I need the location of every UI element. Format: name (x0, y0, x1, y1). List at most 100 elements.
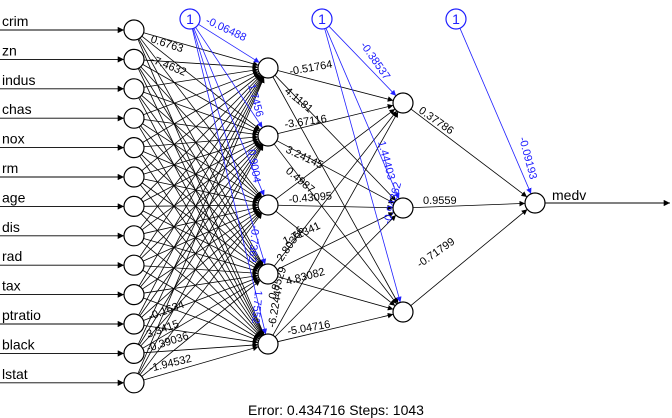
edge-h2-1-out (412, 200, 526, 209)
input-label-black: black (2, 336, 36, 352)
edge-input-lstat-h1-3 (141, 279, 261, 377)
weight-bias1-h1-3: -0.7362 (246, 225, 261, 263)
input-node-lstat (123, 372, 145, 394)
training-summary: Error: 0.434716 Steps: 1043 (248, 402, 424, 418)
edge-input-lstat-h1-2 (139, 212, 263, 376)
edge-input-lstat-h1-1 (138, 144, 264, 375)
input-label-ptratio: ptratio (2, 307, 41, 323)
input-node-zn (123, 48, 145, 71)
input-label-nox: nox (2, 131, 25, 147)
connection-lines (0, 23, 670, 386)
edge-h2-0-out (410, 108, 528, 198)
bias-label-3: 1 (452, 11, 460, 27)
input-label-rad: rad (2, 248, 22, 264)
edge-input-dis-h1-0 (139, 75, 263, 229)
edge-input-ptratio-h1-1 (139, 143, 263, 317)
edge-input-dis-h1-4 (141, 241, 261, 339)
edge-input-tax-h1-0 (138, 76, 264, 287)
output-node (524, 192, 546, 214)
input-label-age: age (2, 189, 26, 205)
edge-input-tax-h1-4 (143, 297, 259, 342)
input-label-crim: crim (2, 13, 28, 29)
input-node-rm (123, 166, 145, 188)
input-node-crim (123, 19, 145, 41)
weight-h2-out-2: -0.71799 (415, 236, 457, 271)
weight-h2-out-0: 0.37786 (416, 105, 455, 138)
edge-input-rm-h1-4 (139, 184, 263, 337)
edge-input-black-h1-2 (140, 212, 262, 347)
edge-h1-2-h2-2 (275, 210, 396, 307)
bias-node-3 (445, 8, 467, 30)
hidden1-node-2 (257, 194, 279, 216)
edge-h2-2-out (410, 209, 528, 306)
edge-h1-3-h2-2 (277, 276, 394, 311)
edge-input-ptratio-h1-3 (143, 276, 259, 321)
weight-input-h1-0: 0.6763 (149, 33, 185, 55)
input-node-tax (123, 284, 145, 306)
edge-input-chas-h1-4 (138, 126, 264, 336)
edge-input-dis-h1-2 (143, 205, 259, 234)
edge-input-nox-h1-4 (139, 155, 263, 336)
variable-labels: crimzninduschasnoxrmagedisradtaxptratiob… (2, 13, 586, 382)
edge-input-rad-h1-2 (142, 208, 260, 262)
edge-bias1-h1-4 (191, 28, 268, 335)
edge-input-rm-h1-0 (141, 73, 261, 172)
input-node-black (123, 342, 145, 364)
edge-input-crim-h1-0 (143, 32, 259, 67)
edge-input-nox-h1-2 (143, 151, 259, 202)
edge-input-age-h1-3 (142, 210, 260, 270)
edge-input-chas-h1-1 (143, 119, 259, 137)
hidden1-node-4 (257, 333, 279, 355)
weight-h1-h2-2: -3.67116 (284, 113, 328, 131)
edge-bias1-h1-3 (192, 28, 267, 265)
edge-input-rad-h1-3 (143, 265, 259, 276)
edge-h1-3-h2-1 (276, 212, 395, 270)
weight-h1-h2-5: -0.43095 (288, 190, 332, 206)
edge-h1-0-h2-1 (274, 74, 397, 202)
edge-h1-1-h2-0 (277, 103, 394, 135)
edge-input-zn-h1-4 (137, 68, 265, 336)
weight-bias1-h1-2: 0.9004 (245, 148, 263, 183)
bias-node-1 (179, 8, 201, 30)
input-node-nox (123, 137, 145, 159)
edge-input-age-h1-1 (142, 140, 260, 203)
input-label-rm: rm (2, 160, 18, 176)
edge-h1-4-h2-0 (272, 111, 399, 336)
edge-bias1-h1-1 (195, 27, 263, 128)
weight-h1-h2-1: 4.1181 (282, 85, 315, 115)
edge-input-chas-h1-0 (143, 70, 259, 116)
edge-input-ptratio-h1-0 (138, 76, 264, 316)
input-label-chas: chas (2, 101, 32, 117)
input-node-rad (123, 254, 145, 276)
weight-bias1-h1-1: 1.7456 (245, 83, 265, 119)
weight-bias3-out: -0.09193 (516, 136, 539, 181)
weight-h2-out-1: 0.9559 (423, 195, 457, 207)
edge-input-indus-h1-4 (138, 97, 264, 336)
bias-label-2: 1 (318, 11, 326, 27)
input-node-ptratio (123, 313, 145, 335)
edge-input-tax-h1-1 (140, 143, 262, 288)
input-node-chas (123, 107, 145, 129)
hidden1-node-1 (257, 125, 279, 147)
weight-h1-h2-7: 2.80366 (275, 224, 308, 263)
edge-input-dis-h1-3 (143, 238, 259, 273)
edge-input-tax-h1-3 (143, 273, 259, 294)
weight-h1-h2-0: -0.51764 (288, 59, 333, 78)
weight-input-h1-2: -0.1634 (147, 299, 186, 323)
edge-input-nox-h1-0 (142, 72, 260, 143)
edge-h1-0-h2-2 (272, 76, 399, 304)
input-label-dis: dis (2, 219, 20, 235)
hidden2-node-2 (392, 301, 414, 323)
hidden2-node-1 (392, 197, 414, 219)
edge-input-nox-h1-1 (143, 134, 259, 148)
edge-input-age-h1-4 (140, 213, 262, 338)
input-node-indus (123, 78, 145, 100)
weight-bias2-h2-1: 1.44403 (375, 140, 397, 182)
input-node-dis (123, 225, 145, 247)
edge-input-indus-h1-1 (143, 91, 259, 134)
edge-input-lstat-h1-0 (137, 77, 265, 374)
edge-h1-4-h2-1 (274, 214, 397, 338)
edge-input-black-h1-4 (143, 342, 259, 354)
